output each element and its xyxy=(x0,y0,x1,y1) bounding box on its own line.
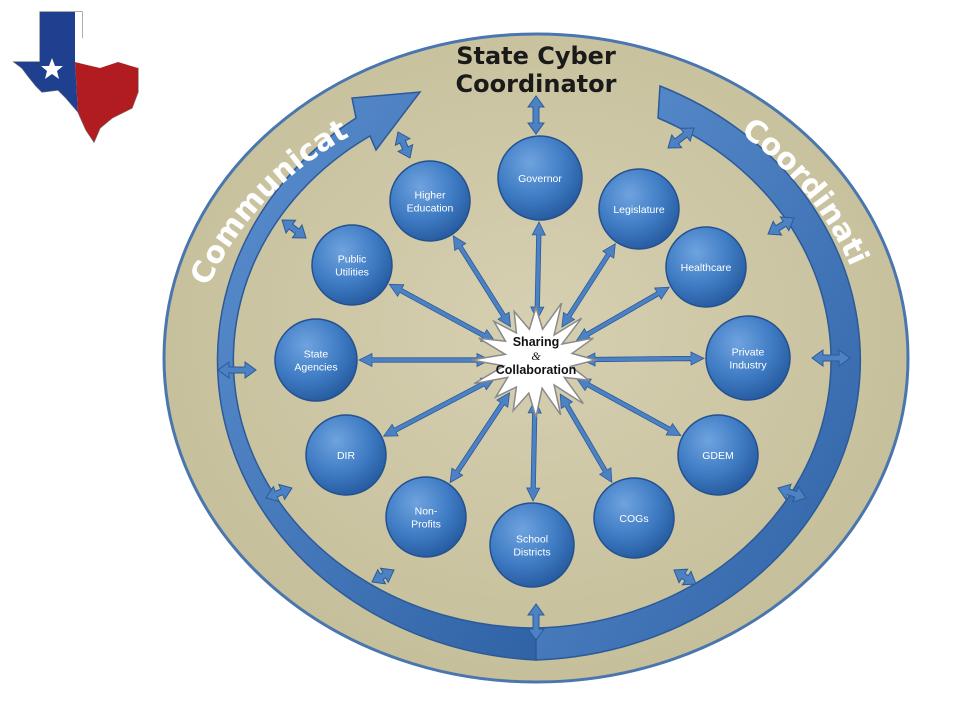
perimeter-arrow xyxy=(777,483,807,503)
spoke-arrows xyxy=(358,221,705,502)
perimeter-arrow xyxy=(527,95,545,135)
title-line-1: State Cyber xyxy=(456,42,616,70)
node-gdem: GDEM xyxy=(677,414,759,496)
node-circle-private-industry xyxy=(705,315,791,401)
sharing-collaboration-hub: Sharing & Collaboration xyxy=(471,302,599,418)
hub-line-2: & xyxy=(531,349,541,363)
node-circle-cogs xyxy=(593,477,675,559)
node-label-higher-education: Higher xyxy=(415,190,446,202)
perimeter-arrow xyxy=(811,349,851,367)
node-circle-non-profits xyxy=(385,476,467,558)
node-label-school-districts: School xyxy=(516,534,548,546)
perimeter-arrow xyxy=(527,603,545,641)
node-circle-governor xyxy=(497,135,583,221)
perimeter-arrow xyxy=(281,219,307,239)
node-healthcare: Healthcare xyxy=(665,226,747,308)
node-circle-healthcare xyxy=(665,226,747,308)
hub-star xyxy=(471,302,599,418)
perimeter-arrow xyxy=(217,361,257,379)
spoke-arrow-private-industry xyxy=(581,351,705,367)
perimeter-arrow xyxy=(371,567,395,585)
node-circle-public-utilities xyxy=(311,224,393,306)
node-label-governor: Governor xyxy=(518,173,562,185)
node-label-higher-education: Education xyxy=(407,203,454,215)
node-label-cogs: COGs xyxy=(619,513,648,525)
node-label-dir: DIR xyxy=(337,450,356,462)
node-label-non-profits: Profits xyxy=(411,519,441,531)
node-label-healthcare: Healthcare xyxy=(681,262,732,274)
perimeter-arrow xyxy=(767,216,795,236)
spoke-arrow-higher-education xyxy=(452,235,511,328)
node-circle-gdem xyxy=(677,414,759,496)
node-label-state-agencies: Agencies xyxy=(294,362,337,374)
node-label-public-utilities: Utilities xyxy=(335,267,369,279)
coordination-band xyxy=(535,84,862,661)
node-circle-state-agencies xyxy=(274,318,358,402)
spoke-arrow-gdem xyxy=(576,378,682,437)
perimeter-arrow xyxy=(667,127,695,149)
node-governor: Governor xyxy=(497,135,583,221)
node-label-legislature: Legislature xyxy=(613,204,665,216)
node-circle-school-districts xyxy=(489,502,575,588)
node-label-school-districts: Districts xyxy=(513,547,550,559)
hub-line-1: Sharing xyxy=(513,335,560,349)
communication-band-arrow xyxy=(216,91,537,661)
node-label-private-industry: Industry xyxy=(729,360,767,372)
perimeter-arrow xyxy=(265,483,293,503)
hub-line-3: Collaboration xyxy=(496,363,577,377)
node-legislature: Legislature xyxy=(598,168,680,250)
spoke-arrow-state-agencies xyxy=(358,352,491,368)
node-label-public-utilities: Public xyxy=(338,254,367,266)
texas-flag-map-icon xyxy=(12,11,139,144)
spoke-arrow-healthcare xyxy=(575,286,670,342)
spoke-arrow-school-districts xyxy=(526,399,542,502)
spoke-arrow-cogs xyxy=(559,393,613,484)
spoke-arrow-governor xyxy=(530,221,546,321)
stakeholder-nodes: GovernorLegislatureHealthcarePrivateIndu… xyxy=(274,135,791,588)
node-label-private-industry: Private xyxy=(732,347,765,359)
node-label-gdem: GDEM xyxy=(702,450,734,462)
node-cogs: COGs xyxy=(593,477,675,559)
node-circle-dir xyxy=(305,414,387,496)
node-non-profits: Non-Profits xyxy=(385,476,467,558)
node-circle-higher-education xyxy=(389,160,471,242)
node-label-non-profits: Non- xyxy=(415,506,438,518)
spoke-arrow-non-profits xyxy=(449,392,511,484)
node-circle-legislature xyxy=(598,168,680,250)
perimeter-arrow xyxy=(394,131,414,159)
perimeter-arrow xyxy=(673,568,697,586)
node-label-state-agencies: State xyxy=(304,349,329,361)
title-line-2: Coordinator xyxy=(456,70,617,98)
spoke-arrow-legislature xyxy=(561,242,616,328)
node-dir: DIR xyxy=(305,414,387,496)
perimeter-arrows xyxy=(217,95,851,641)
